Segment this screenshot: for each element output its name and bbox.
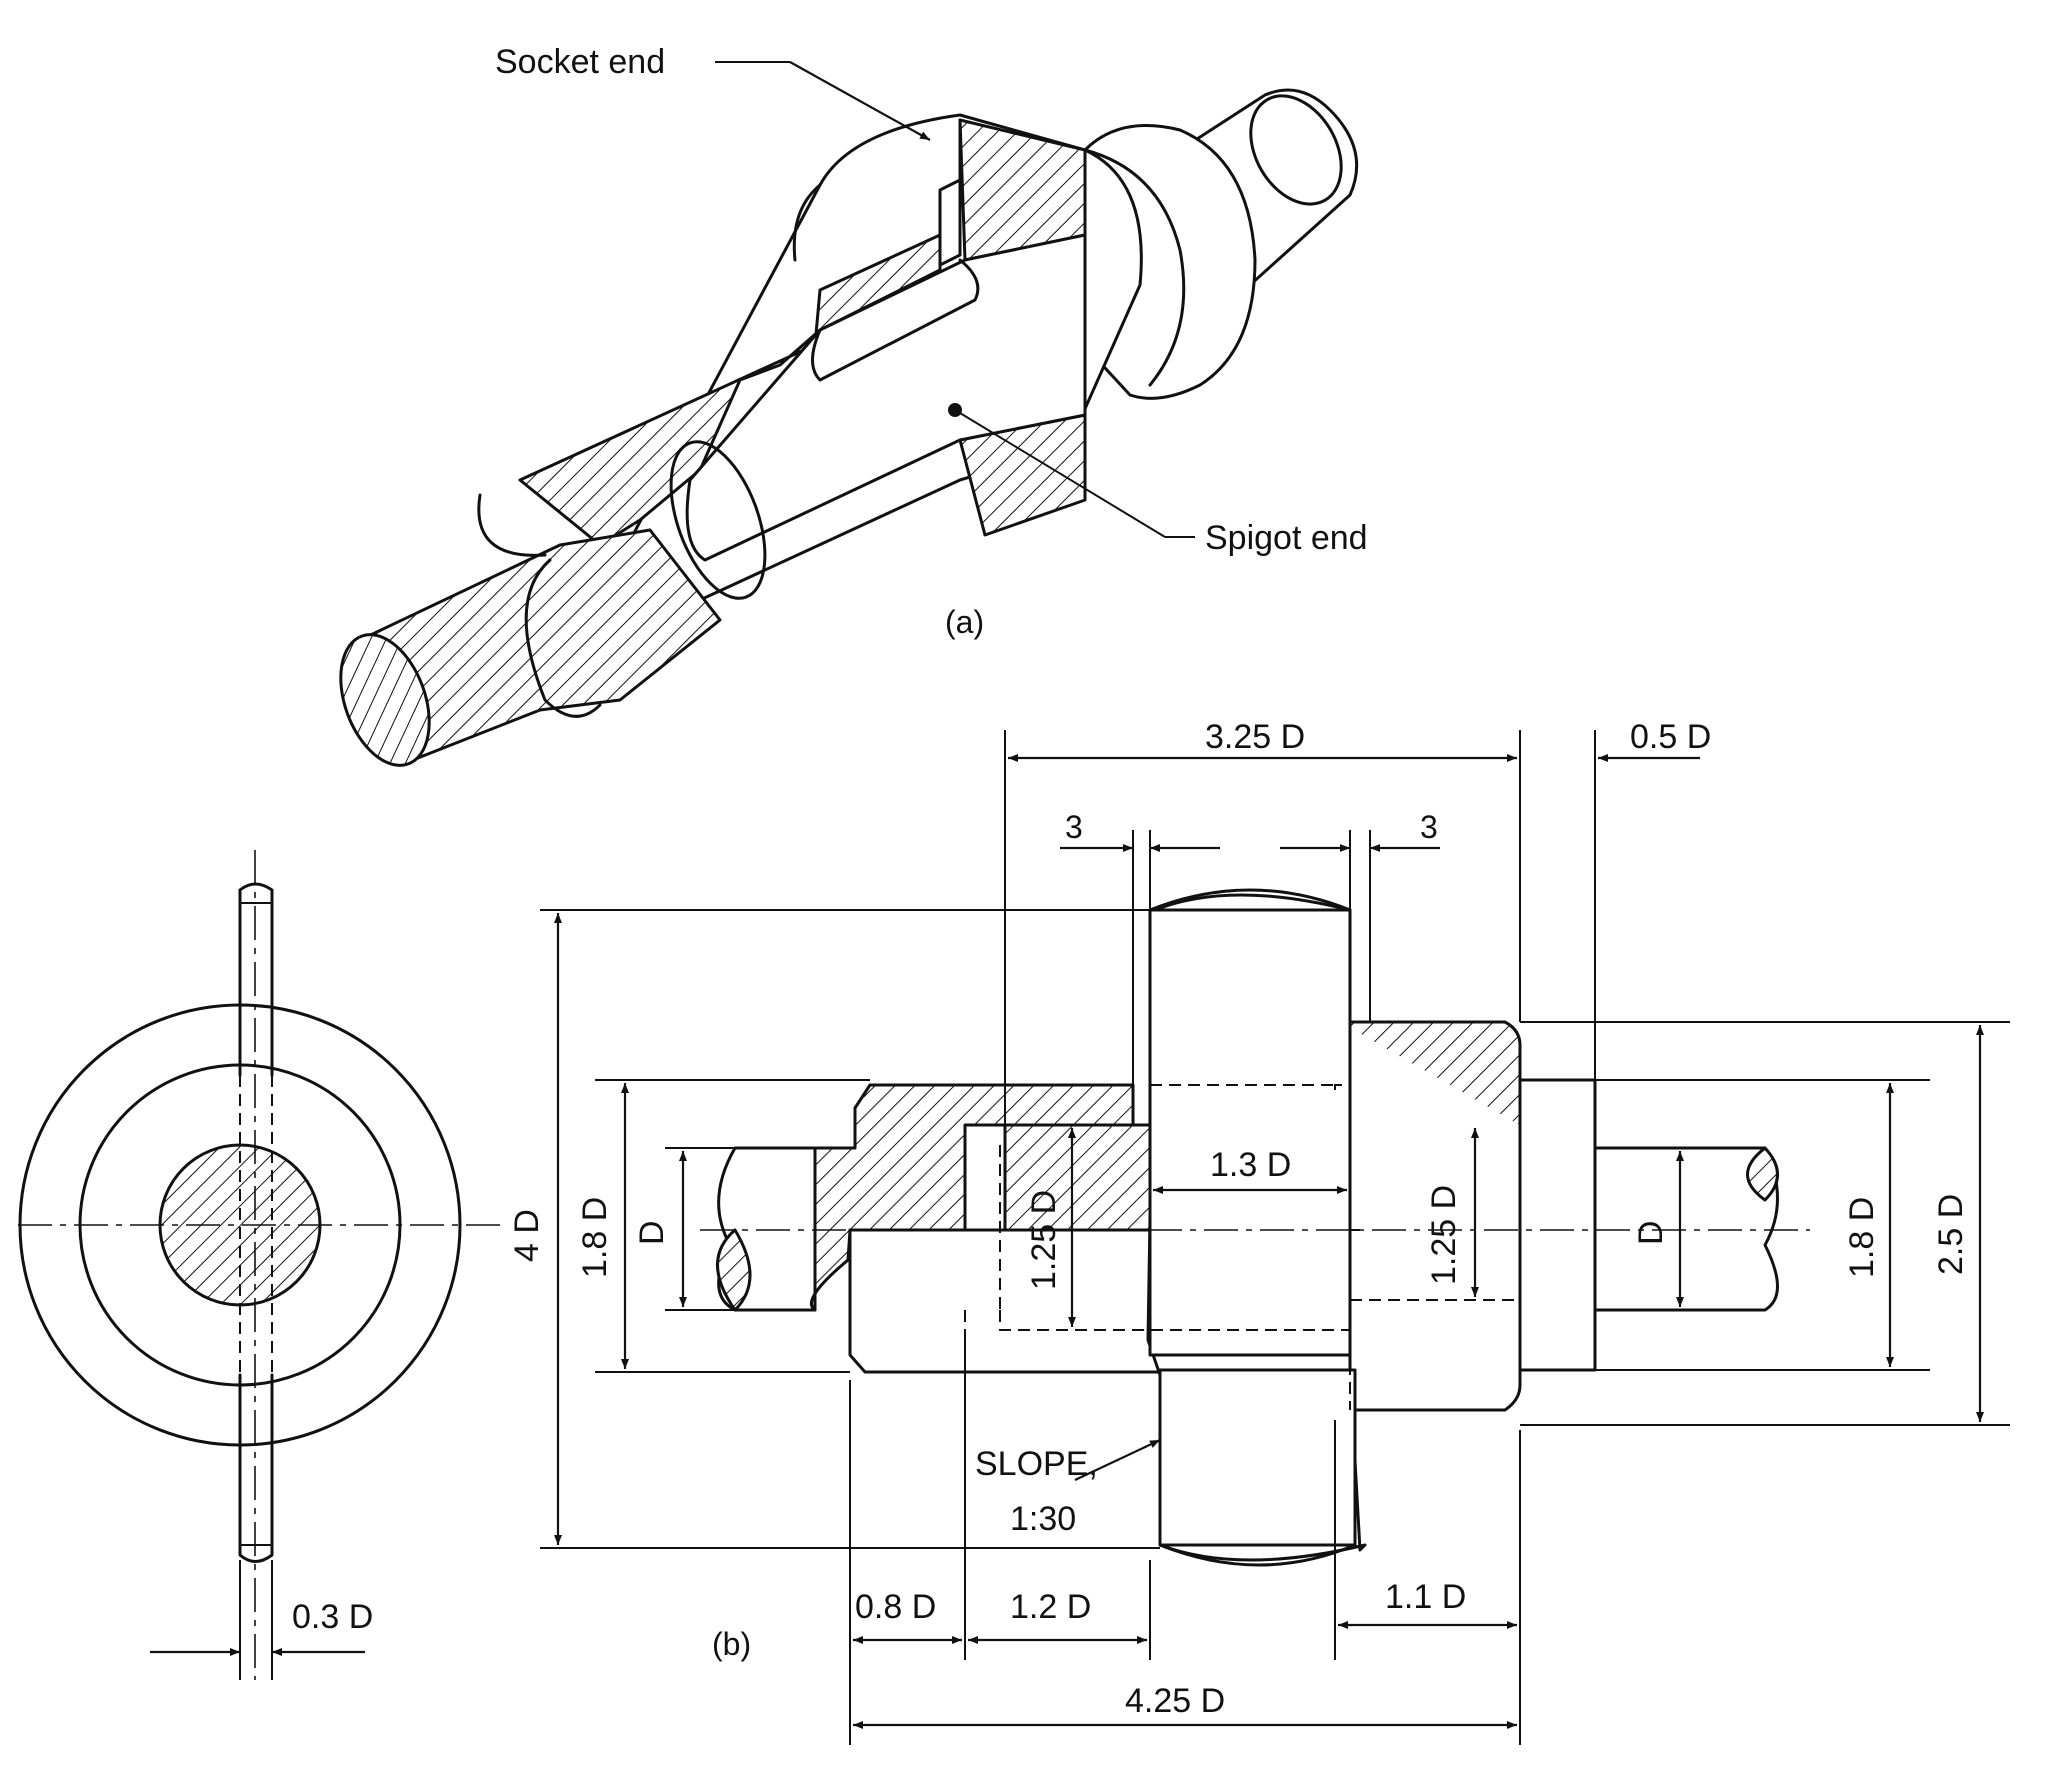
- socket-end-label: Socket end: [495, 43, 665, 81]
- dim-1-1d: 1.1 D: [1385, 1578, 1466, 1616]
- figure-b-caption: (b): [712, 1626, 751, 1662]
- dim-0-3d: 0.3 D: [292, 1598, 373, 1636]
- isometric-view: Socket end Spigot end (a): [339, 43, 1368, 767]
- dim-d-right: D: [1632, 1220, 1670, 1245]
- slope-label: SLOPE,: [975, 1445, 1098, 1483]
- dim-0-8d: 0.8 D: [855, 1588, 936, 1626]
- dim-1-8d-left: 1.8 D: [576, 1197, 614, 1278]
- spigot-cylinder: [669, 233, 1087, 600]
- dim-2-5d: 2.5 D: [1932, 1194, 1970, 1275]
- dim-3-right: 3: [1420, 809, 1438, 845]
- socket-end-leader: [715, 61, 931, 141]
- dim-3-25d: 3.25 D: [1205, 718, 1305, 756]
- extension-lines: [540, 730, 2010, 1745]
- dim-4-25d: 4.25 D: [1125, 1682, 1225, 1720]
- dim-1-3d: 1.3 D: [1210, 1146, 1291, 1184]
- dimension-arrows: [554, 754, 1984, 1729]
- dim-1-2d: 1.2 D: [1010, 1588, 1091, 1626]
- spigot-end-leader: [948, 403, 1195, 538]
- dim-1-8d-right: 1.8 D: [1843, 1197, 1881, 1278]
- spigot-rod-end: [1178, 88, 1359, 287]
- figure-a-caption: (a): [945, 604, 984, 640]
- sectional-front-view: 3.25 D 0.5 D 3 3 4 D 1.8 D D 1.25 D 1.3 …: [508, 718, 2010, 1745]
- slope-ratio: 1:30: [1010, 1500, 1076, 1538]
- dim-3-left: 3: [1065, 809, 1083, 845]
- end-view: 0.3 D: [18, 850, 500, 1680]
- dim-0-5d: 0.5 D: [1630, 718, 1711, 756]
- dim-1-25d-right: 1.25 D: [1425, 1185, 1463, 1285]
- dim-1-25d-left: 1.25 D: [1025, 1190, 1063, 1290]
- dim-4d: 4 D: [508, 1209, 546, 1262]
- socket-rod-end: [339, 493, 722, 767]
- spigot-end-label: Spigot end: [1205, 519, 1368, 557]
- dim-d-left: D: [633, 1220, 671, 1245]
